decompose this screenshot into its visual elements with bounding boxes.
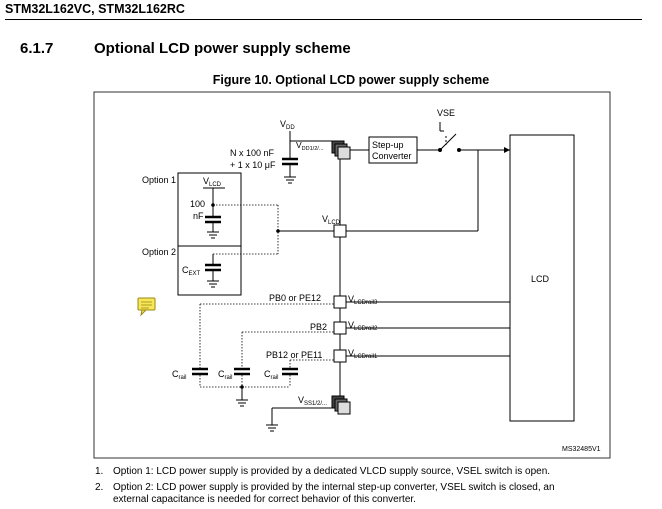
lcd-label: LCD bbox=[531, 274, 550, 284]
comment-note-icon bbox=[137, 297, 156, 317]
crail-b-label: Crail bbox=[218, 369, 233, 381]
figure-code: MS32485V1 bbox=[562, 446, 601, 453]
cap-10u-label: + 1 x 10 μF bbox=[230, 160, 276, 170]
vse-label: VSE bbox=[437, 108, 455, 118]
vlcd-box-label: VLCD bbox=[203, 176, 222, 188]
cap-n100-label: N x 100 nF bbox=[230, 148, 275, 158]
stepup-label-2: Converter bbox=[372, 151, 412, 161]
vlcdrail3-pin bbox=[333, 295, 347, 309]
vdd12-label: VDD1/2/... bbox=[296, 140, 324, 152]
vdd-label: VDD bbox=[280, 119, 295, 131]
footnote-1-text: Option 1: LCD power supply is provided b… bbox=[113, 466, 551, 477]
lcd-block bbox=[509, 134, 575, 422]
vlcd-pin bbox=[333, 224, 347, 238]
option2-label: Option 2 bbox=[142, 247, 176, 257]
figure-title: Figure 10. Optional LCD power supply sch… bbox=[212, 73, 490, 87]
pb0-label: PB0 or PE12 bbox=[269, 293, 321, 303]
crail-c-label: Crail bbox=[264, 369, 279, 381]
pb12-label: PB12 or PE11 bbox=[266, 350, 322, 360]
document-header: STM32L162VC, STM32L162RC bbox=[5, 2, 185, 16]
section-number: 6.1.7 bbox=[20, 40, 54, 57]
crail-a-label: Crail bbox=[172, 369, 187, 381]
cap100-label-1: 100 bbox=[190, 199, 205, 209]
vrail2-label: VLCDrail2 bbox=[348, 320, 378, 332]
cap100-label-2: nF bbox=[193, 211, 204, 221]
vlcdrail1-pin bbox=[333, 349, 347, 363]
figure-frame bbox=[93, 91, 611, 459]
pb2-label: PB2 bbox=[310, 322, 327, 332]
vss-pin bbox=[331, 395, 351, 415]
header-rule bbox=[5, 19, 642, 20]
option2-box bbox=[177, 245, 242, 296]
section-title: Optional LCD power supply scheme bbox=[94, 40, 351, 57]
vrail1-label: VLCDrail1 bbox=[348, 348, 378, 360]
footnote-1-number: 1. bbox=[95, 466, 104, 477]
footnote-2-text: Option 2: LCD power supply is provided b… bbox=[113, 482, 555, 505]
vlcdrail2-pin bbox=[333, 321, 347, 335]
vss-label: VSS1/2/... bbox=[298, 395, 327, 407]
vrail3-label: VLCDrail3 bbox=[348, 294, 378, 306]
cext-label: CEXT bbox=[182, 265, 201, 277]
vdd-pin bbox=[331, 140, 351, 160]
vlcd-pin-label: VLCD bbox=[322, 214, 341, 226]
stepup-label-1: Step-up bbox=[372, 140, 404, 150]
footnote-2-number: 2. bbox=[95, 482, 104, 493]
option1-label: Option 1 bbox=[142, 175, 176, 185]
